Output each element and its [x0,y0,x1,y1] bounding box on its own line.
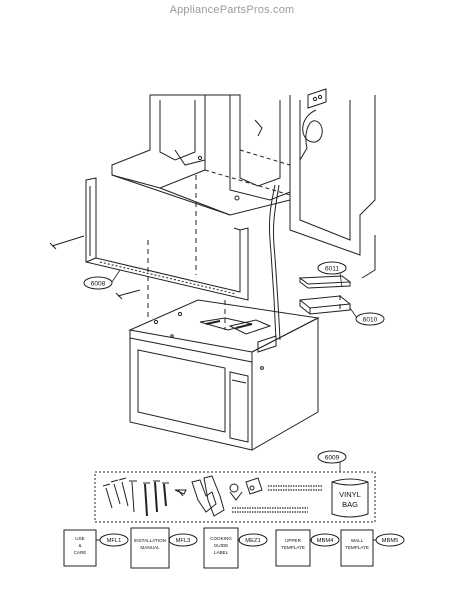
lit-label-use-care-1: USE [75,536,84,541]
grille-part [299,295,351,315]
code-mfl1-outline [99,533,129,547]
kit-clip [229,477,263,501]
callout-6010-outline [355,312,385,326]
lit-label-wall-2: TEMPLATE [345,545,369,550]
lit-box-wall-template [340,529,374,567]
microwave-oven [128,299,320,451]
kit-screws [102,477,187,517]
power-cord [269,109,323,341]
code-mez1: MEZ1 [245,538,260,544]
leader-lines [111,269,358,472]
callout-6008: 6008 [91,281,106,288]
callout-6011: 6011 [325,266,339,273]
callout-ellipses [83,261,405,547]
lit-box-installation-manual [130,527,170,569]
vinyl-bag [331,478,369,518]
lit-label-install-2: MANUAL [140,545,160,550]
lit-label-cooking-1: COOKING [210,536,232,541]
hardware-kit-box [94,471,376,523]
callout-6008-outline [83,276,113,290]
code-mbm4: MBM4 [317,538,335,544]
lit-label-wall-1: WALL [351,538,364,543]
filter-strip [298,275,352,289]
lit-label-cooking-3: LABEL [214,550,229,555]
code-mfl3: MFL3 [176,538,191,544]
lit-label-use-care-3: CARE [74,550,87,555]
lit-box-use-care [63,529,97,567]
callout-6009: 6009 [325,455,340,462]
code-mfl1: MFL1 [107,538,122,544]
alignment-lines [147,175,341,330]
literature-row [63,527,376,569]
callout-6010: 6010 [363,317,378,324]
lit-label-upper-2: TEMPLATE [281,545,305,550]
lit-label-use-care-2: & [78,543,81,548]
lit-label-cooking-2: GUIDE [214,543,229,548]
wall-outlet [307,88,327,109]
lit-box-upper-template [275,529,311,567]
lit-box-cooking-guide [203,527,239,569]
code-mez1-outline [238,533,268,547]
code-mbm5-outline [375,533,405,547]
upper-cabinets [111,94,376,279]
code-mbm5: MBM5 [382,538,399,544]
kit-threaded-rods [232,485,322,513]
code-mfl3-outline [168,533,198,547]
kit-brackets [191,475,225,517]
callout-6009-outline [317,450,347,464]
callout-6011-outline [317,261,347,275]
mounting-screws [49,235,141,300]
vinyl-bag-label-line2: BAG [342,500,358,509]
lit-label-install-1: INSTALLATION [134,538,166,543]
code-mbm4-outline [310,533,340,547]
site-watermark: AppliancePartsPros.com [169,4,295,16]
mounting-plate [85,177,249,301]
vinyl-bag-label-line1: VINYL [339,490,361,499]
lit-label-upper-1: UPPER [285,538,302,543]
